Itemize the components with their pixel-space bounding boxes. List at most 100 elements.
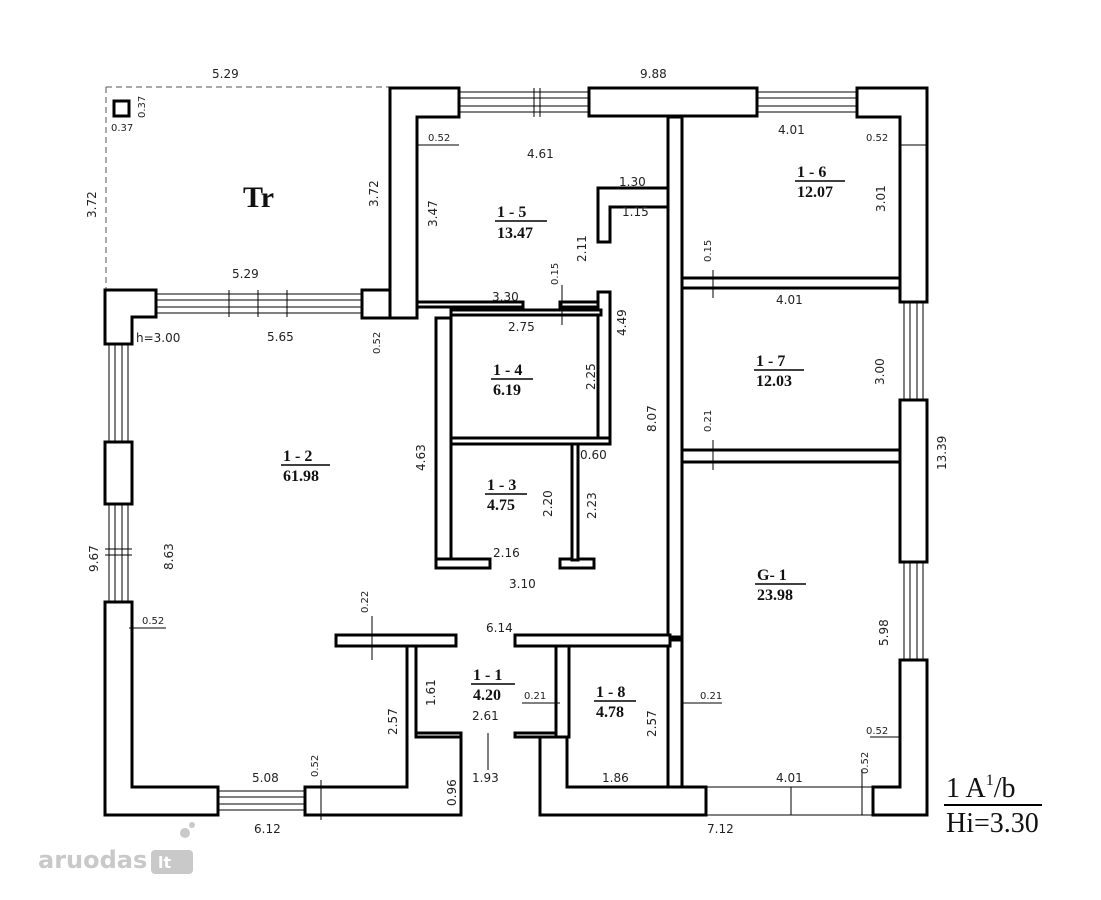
room-area: 12.03 [756, 373, 792, 390]
room-1-6: 1 - 6 12.07 [795, 164, 845, 201]
wall-block [103, 440, 134, 506]
dim-r18-wall: 0.21 [700, 691, 722, 702]
dim-r11-bottom: 2.61 [472, 709, 499, 723]
dim-hall-len: 8.07 [645, 405, 659, 432]
wall-partition [449, 436, 612, 446]
dim-wall-052-a: 0.52 [372, 332, 383, 354]
dim-r17-top: 4.01 [776, 293, 803, 307]
wall-partition [680, 276, 902, 290]
room-area: 4.78 [596, 704, 624, 721]
room-area: 12.07 [797, 184, 833, 201]
room-id: 1 - 8 [596, 684, 625, 701]
wall-partition [513, 731, 558, 739]
watermark-logo: aruodas lt [38, 822, 195, 874]
room-id: 1 - 3 [487, 477, 516, 494]
room-area: 4.75 [487, 497, 515, 514]
stamp-line1: 1 A1/b [946, 772, 1015, 804]
dim-terrace-left: 3.72 [85, 191, 99, 218]
watermark-brand: aruodas [38, 846, 147, 874]
dim-r11-top: 6.14 [486, 621, 513, 635]
dim-r18-side: 2.57 [645, 710, 659, 737]
room-1-8: 1 - 8 4.78 [594, 684, 636, 721]
dim-r13-out: 3.10 [509, 577, 536, 591]
dim-overall-right: 13.39 [935, 436, 949, 470]
windows [105, 88, 924, 816]
room-1-4: 1 - 4 6.19 [491, 362, 533, 399]
room-id: 1 - 1 [473, 667, 502, 684]
room-id: 1 - 6 [797, 164, 826, 181]
wall-partition [554, 644, 571, 739]
dim-g1-wall-b: 0.52 [860, 752, 871, 774]
chimney [112, 99, 131, 118]
room-area: 13.47 [497, 225, 533, 242]
wall-partition [334, 633, 458, 648]
dim-r16-wall: 0.52 [866, 133, 888, 144]
room-labels: 1 - 1 4.20 1 - 2 61.98 1 - 3 4.75 1 - 4 … [281, 164, 845, 721]
room-id: 1 - 2 [283, 448, 312, 465]
interior-walls [334, 115, 902, 789]
room-id: 1 - 4 [493, 362, 522, 379]
room-id: 1 - 7 [756, 353, 785, 370]
wall-block [303, 643, 463, 817]
room-g-1: G- 1 23.98 [755, 567, 806, 604]
dim-r14-right: 2.25 [584, 363, 598, 390]
dim-r15-notch-h: 1.15 [622, 205, 649, 219]
room-1-5: 1 - 5 13.47 [495, 204, 547, 242]
wall-partition [414, 731, 463, 739]
room-id: G- 1 [757, 567, 787, 584]
dim-r15-right: 2.11 [575, 235, 589, 262]
dim-r12-lower: 2.57 [386, 708, 400, 735]
dim-g1-bottom: 4.01 [776, 771, 803, 785]
wall-partition [570, 442, 580, 562]
dim-r12-top: 5.65 [267, 330, 294, 344]
dim-top-terrace: 5.29 [212, 67, 239, 81]
chimney-width: 0.37 [111, 123, 133, 134]
floor-stamp: 1 A1/b Hi=3.30 [944, 772, 1042, 839]
wall-block [855, 86, 929, 304]
dim-r15-wall: 0.52 [428, 133, 450, 144]
wall-block [587, 86, 759, 118]
dim-r13-right: 2.20 [541, 490, 555, 517]
wall-block [103, 600, 220, 817]
dim-g1-side: 5.98 [877, 619, 891, 646]
room-1-2: 1 - 2 61.98 [281, 448, 330, 485]
dim-overall-left: 9.67 [87, 545, 101, 572]
room-id: 1 - 5 [497, 204, 526, 221]
dim-top-overall: 9.88 [640, 67, 667, 81]
dim-entry-w: 1.93 [472, 771, 499, 785]
dim-r17-wall-021: 0.21 [703, 410, 714, 432]
stamp-line2: Hi=3.30 [946, 808, 1039, 839]
dim-r12-mid: 4.63 [414, 444, 428, 471]
watermark-tld: lt [158, 853, 171, 872]
dim-r16-right: 3.01 [874, 185, 888, 212]
dim-r14-top: 2.75 [508, 320, 535, 334]
dim-entry-h: 0.96 [445, 779, 459, 806]
dim-corridor: 4.49 [615, 309, 629, 336]
ceiling-height: h=3.00 [136, 331, 180, 345]
dim-r11-wall: 0.21 [524, 691, 546, 702]
wall-partition [666, 638, 684, 789]
wall-partition [434, 557, 492, 570]
wall-block [898, 398, 929, 564]
dim-terrace-bottom: 5.29 [232, 267, 259, 281]
room-1-3: 1 - 3 4.75 [485, 477, 527, 514]
dim-r15-wall-015: 0.15 [550, 263, 561, 285]
wall-block [103, 288, 158, 346]
dim-wall-052-b: 0.52 [142, 616, 164, 627]
wall-partition [415, 300, 525, 309]
room-area: 61.98 [283, 468, 319, 485]
dimension-texts: 5.29 9.88 3.72 3.72 5.29 4.61 3.47 0.52 … [85, 67, 949, 836]
wall-partition [434, 316, 453, 561]
wall-block [360, 288, 392, 320]
dim-terrace-right: 3.72 [367, 180, 381, 207]
wall-block [388, 86, 461, 320]
dim-r16-wall-015: 0.15 [703, 240, 714, 262]
dim-bottom-left: 6.12 [254, 822, 281, 836]
dim-wall-022: 0.22 [360, 591, 371, 613]
dim-r11-left: 1.61 [424, 679, 438, 706]
dim-r15-left: 3.47 [426, 200, 440, 227]
dimension-lines [129, 144, 927, 820]
dim-bottom-right: 7.12 [707, 822, 734, 836]
wall-partition [449, 308, 603, 317]
